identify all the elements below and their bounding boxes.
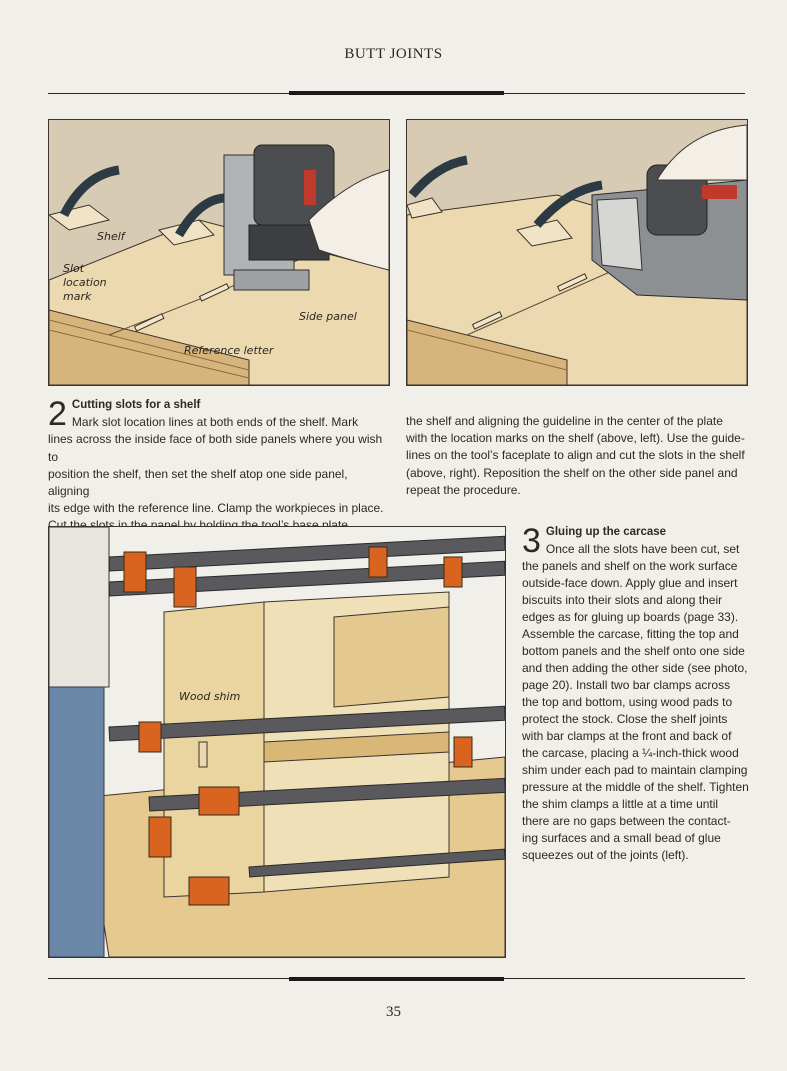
header-rule-accent xyxy=(289,91,504,95)
step3-line: biscuits into their slots and along thei… xyxy=(522,593,723,607)
step3-line: outside-face down. Apply glue and insert xyxy=(522,576,738,590)
footer-rule-accent xyxy=(289,977,504,981)
label-shelf: Shelf xyxy=(97,230,127,243)
step2-line: (above, right). Reposition the shelf on … xyxy=(406,465,738,480)
step3-line: protect the stock. Close the shelf joint… xyxy=(522,712,728,726)
figure-gluing-carcase: Wood shim xyxy=(48,526,506,958)
step3-line: the shim clamps a little at a time until xyxy=(522,797,719,811)
illustration-left: Shelf Slot location mark Side panel Refe… xyxy=(49,120,389,385)
step2-line: Mark slot location lines at both ends of… xyxy=(71,415,359,430)
page-number: 35 xyxy=(386,1004,401,1020)
step2-line: with the location marks on the shelf (ab… xyxy=(406,431,745,446)
step3-line: shim under each pad to maintain clamping xyxy=(522,763,748,777)
step3-line: Assemble the carcase, fitting the top an… xyxy=(522,627,739,641)
step2-column-right: the shelf and aligning the guideline in … xyxy=(406,413,746,499)
label-slot: Slot xyxy=(63,262,85,275)
step3-line: edges as for gluing up boards (page 33). xyxy=(522,610,739,624)
step3-text: 3 Gluing up the carcase Once all the slo… xyxy=(522,524,752,864)
step2-number: 2 xyxy=(48,395,67,433)
step2-line: lines on the tool’s faceplate to align a… xyxy=(406,448,745,463)
step2-line: lines across the inside face of both sid… xyxy=(48,432,383,464)
figure-cutting-shelf xyxy=(406,119,748,386)
step3-number: 3 xyxy=(522,522,541,560)
step3-line: the panels and shelf on the work surface xyxy=(522,559,738,573)
label-mark: mark xyxy=(63,290,92,303)
step2-line: the shelf and aligning the guideline in … xyxy=(406,414,723,428)
step3-line: Once all the slots have been cut, set xyxy=(545,542,740,556)
step3-title: Gluing up the carcase xyxy=(545,526,667,538)
running-head: BUTT JOINTS xyxy=(344,46,443,62)
step3-line: ing surfaces and a small bead of glue xyxy=(522,831,721,845)
step3-line: squeezes out of the joints (left). xyxy=(522,848,689,862)
step3-line: and then adding the other side (see phot… xyxy=(522,661,748,675)
step2-line: repeat the procedure. xyxy=(406,482,521,497)
label-wood-shim: Wood shim xyxy=(179,690,240,703)
label-location: location xyxy=(63,276,107,289)
step3-line: page 20). Install two bar clamps across xyxy=(522,678,731,692)
step3-line: the top and bottom, using wood pads to xyxy=(522,695,733,709)
illustration-right xyxy=(407,120,747,385)
step2-line: position the shelf, then set the shelf a… xyxy=(48,466,348,499)
label-reference-letter: Reference letter xyxy=(184,344,275,357)
step2-line: its edge with the reference line. Clamp … xyxy=(48,501,384,516)
step3-line: the carcase, placing a ¼-inch-thick wood xyxy=(522,746,739,760)
step2-title: Cutting slots for a shelf xyxy=(71,399,201,411)
step3-line: with bar clamps at the front and back of xyxy=(522,729,732,743)
step3-line: pressure at the middle of the shelf. Tig… xyxy=(522,780,749,794)
step3-line: bottom panels and the shelf onto one sid… xyxy=(522,644,745,658)
illustration-bottom: Wood shim xyxy=(49,527,505,957)
label-side-panel: Side panel xyxy=(299,310,357,323)
figure-cutting-side-panel: Shelf Slot location mark Side panel Refe… xyxy=(48,119,390,386)
step3-line: there are no gaps between the contact- xyxy=(522,814,731,828)
